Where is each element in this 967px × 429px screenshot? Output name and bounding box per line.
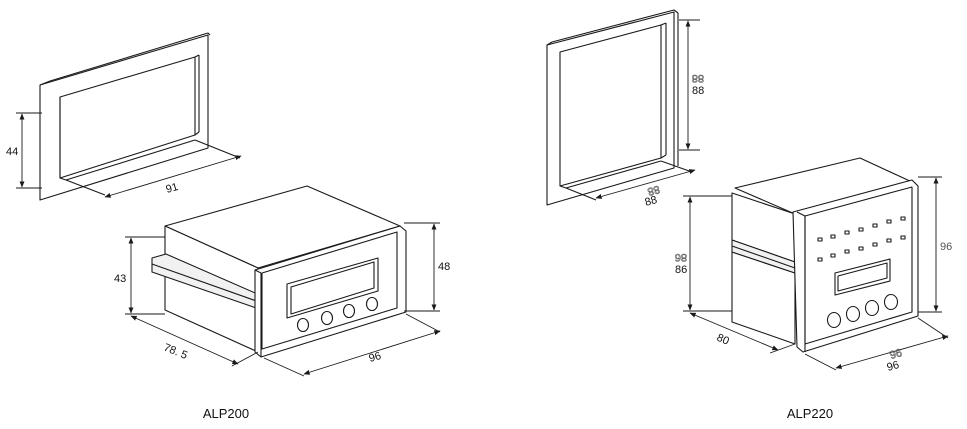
alp220-width-label: 96 xyxy=(886,359,901,374)
svg-text:86: 86 xyxy=(675,251,687,263)
alp220-depth-dim: 80 xyxy=(689,312,796,354)
alp220-cutout-width-dim: 88 88 xyxy=(595,169,696,209)
alp200-front-height-dim: 48 xyxy=(404,222,450,312)
alp220-led-indicators xyxy=(817,216,906,262)
alp220-side-height-label: 86 xyxy=(675,264,687,276)
alp200-width-label: 96 xyxy=(368,350,383,365)
alp220-meter-body xyxy=(731,157,919,353)
alp220-panel-cutout xyxy=(546,9,693,206)
alp200-keypad xyxy=(296,296,379,333)
alp200-cutout-width-label: 91 xyxy=(165,181,180,196)
alp200-cutout-height-dim: 44 xyxy=(6,112,42,189)
alp220-side-height-dim: 86 86 xyxy=(674,195,732,312)
alp220-cutout-height-dim: 88 88 xyxy=(679,19,704,151)
alp220-caption: ALP220 xyxy=(787,406,833,421)
alp220-front-height-dim: 96 xyxy=(918,176,952,313)
alp200-meter-body xyxy=(151,185,407,358)
alp200-panel-cutout xyxy=(39,32,241,201)
alp200-cutout-height-label: 44 xyxy=(6,146,18,158)
svg-text:88: 88 xyxy=(646,183,661,198)
alp200-caption: ALP200 xyxy=(203,406,249,421)
alp220-depth-label: 80 xyxy=(715,332,731,348)
alp200-width-dim: 96 xyxy=(263,313,441,377)
alp220-cutout-width-label: 88 xyxy=(644,194,659,209)
alp220-width-dim: 96 96 xyxy=(804,317,949,374)
svg-text:96: 96 xyxy=(888,346,903,361)
alp200-cutout-width-dim: 91 xyxy=(104,155,242,198)
alp200-depth-label: 78. 5 xyxy=(162,342,189,362)
alp200-depth-height-label: 43 xyxy=(114,273,126,285)
svg-text:88: 88 xyxy=(692,72,704,84)
alp220-keypad xyxy=(826,293,899,329)
alp200-depth-height-dim: 43 xyxy=(114,236,165,315)
alp200-front-height-label: 48 xyxy=(438,261,450,273)
alp220-front-height-label: 96 xyxy=(940,241,952,253)
alp220-cutout-height-label: 88 xyxy=(692,85,704,97)
